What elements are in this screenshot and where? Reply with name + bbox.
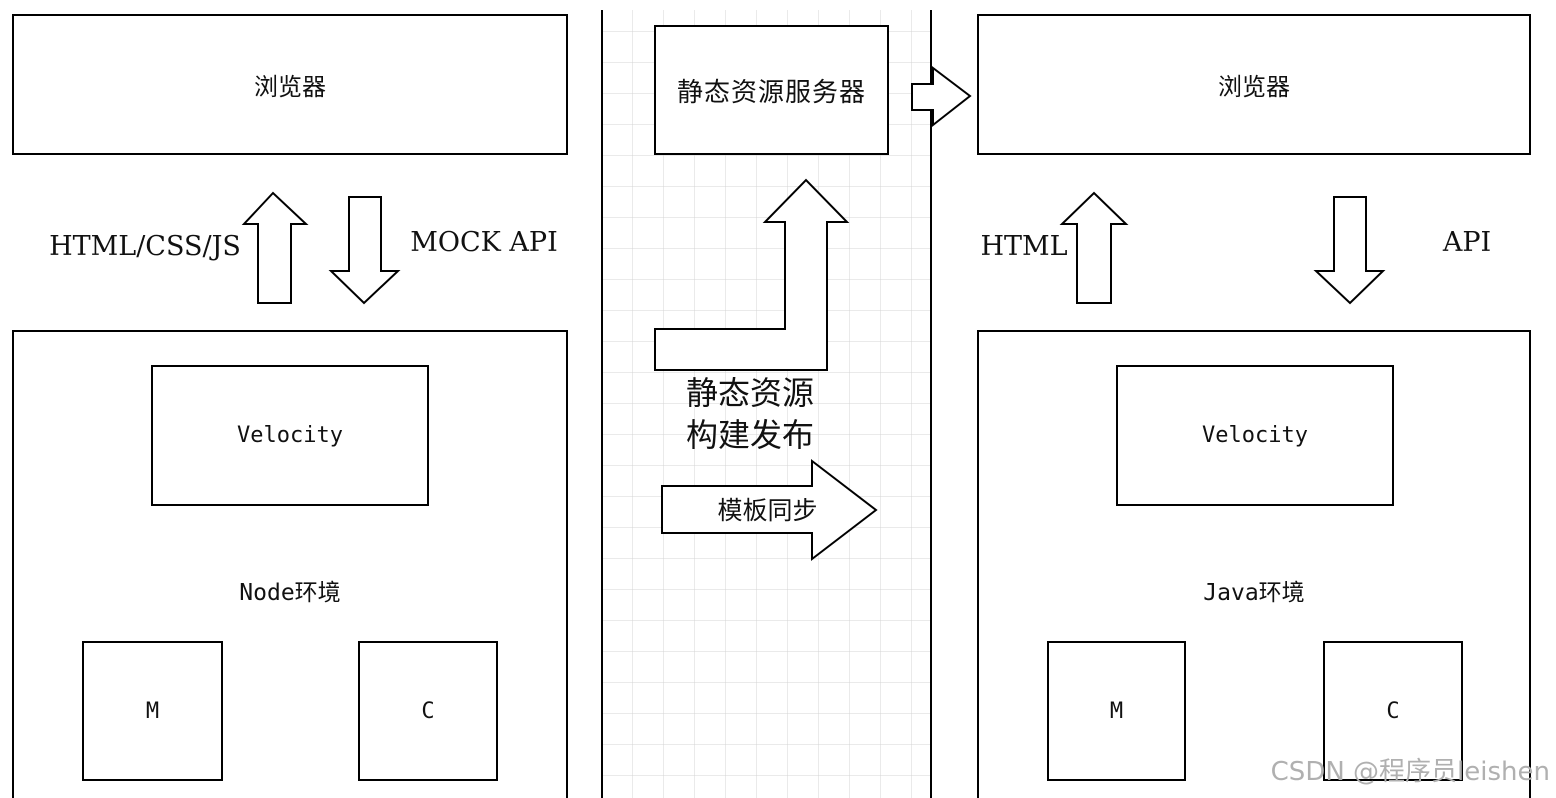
server-to-browser-arrow (911, 65, 972, 128)
publish-label-line2: 构建发布 (685, 416, 814, 454)
left-up-arrow (241, 191, 309, 304)
sync-label: 模板同步 (717, 496, 818, 525)
right-down-arrow-label: API (1442, 226, 1492, 258)
publish-bent-arrow (654, 178, 850, 371)
left-browser-label: 浏览器 (254, 73, 326, 101)
right-up-arrow-label: HTML (980, 230, 1068, 262)
static-server-box (654, 25, 889, 155)
right-up-arrow (1059, 191, 1129, 304)
right-m-box (1047, 641, 1186, 781)
right-down-arrow (1313, 196, 1386, 305)
right-browser-label: 浏览器 (1218, 73, 1290, 101)
left-browser-box (12, 14, 568, 155)
left-down-arrow (328, 196, 401, 305)
left-velocity-box (151, 365, 429, 506)
right-velocity-label: Velocity (1202, 423, 1308, 448)
right-velocity-box (1116, 365, 1394, 506)
left-velocity-label: Velocity (237, 423, 343, 448)
left-m-box (82, 641, 223, 781)
left-c-label: C (421, 698, 435, 724)
right-browser-box (977, 14, 1531, 155)
left-c-box (358, 641, 498, 781)
publish-label-line1: 静态资源 (685, 374, 814, 412)
sync-right-arrow (661, 458, 878, 562)
csdn-watermark: CSDN @程序员leishen (1270, 757, 1550, 787)
right-c-label: C (1386, 698, 1400, 724)
left-env-label: Node环境 (239, 580, 341, 606)
right-c-box (1323, 641, 1463, 781)
left-m-label: M (145, 698, 160, 724)
static-server-label: 静态资源服务器 (676, 77, 866, 108)
right-env-label: Java环境 (1203, 580, 1305, 606)
left-up-arrow-label: HTML/CSS/JS (49, 230, 241, 262)
right-m-label: M (1109, 698, 1124, 724)
left-down-arrow-label: MOCK API (410, 226, 558, 258)
